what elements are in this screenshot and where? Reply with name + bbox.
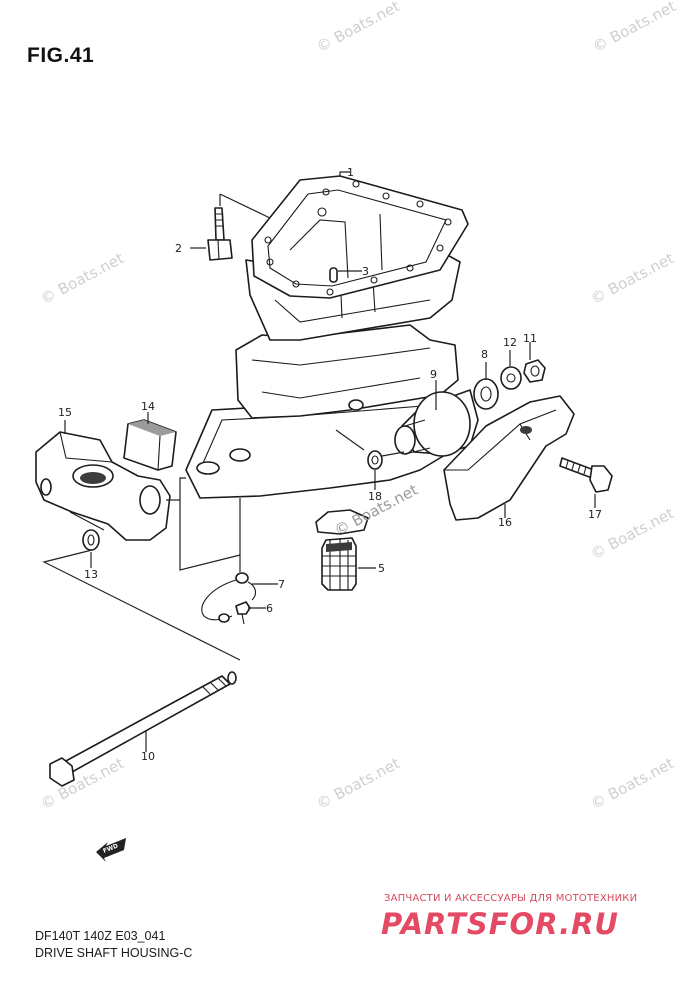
callout-2: 2 <box>175 242 182 255</box>
damper-part-9 <box>394 389 479 457</box>
nut-part-11 <box>523 359 546 383</box>
bolt-part-17 <box>559 457 613 493</box>
callout-1: 1 <box>347 166 354 179</box>
washer-part-8 <box>473 378 499 410</box>
cover-part-16 <box>443 395 575 521</box>
callout-9: 9 <box>430 368 437 381</box>
ground-wire-part-7 <box>201 572 257 623</box>
callout-17: 17 <box>588 508 602 521</box>
callout-5: 5 <box>378 562 385 575</box>
callout-15: 15 <box>58 406 72 419</box>
brand-logo[interactable]: PARTSFOR.RU <box>381 907 619 941</box>
bolt-part-2 <box>207 207 233 261</box>
callout-3: 3 <box>362 265 369 278</box>
callout-18: 18 <box>368 490 382 503</box>
forward-arrow-icon: FWD <box>96 838 126 862</box>
washer-part-13 <box>82 529 100 551</box>
washer-part-12 <box>500 366 522 390</box>
callout-16: 16 <box>498 516 512 529</box>
brand-tagline: ЗАПЧАСТИ И АКСЕССУАРЫ ДЛЯ МОТОТЕХНИКИ <box>384 893 638 904</box>
mount-bracket-part-15 <box>35 431 171 541</box>
model-code: DF140T 140Z E03_041 <box>35 929 166 943</box>
callout-10: 10 <box>141 750 155 763</box>
drive-shaft-housing <box>185 175 471 499</box>
callout-6: 6 <box>266 602 273 615</box>
callout-labels: 1 2 3 5 6 7 8 9 10 11 12 13 14 15 16 17 … <box>58 166 602 763</box>
callout-7: 7 <box>278 578 285 591</box>
leader-lines <box>42 171 596 752</box>
screw-part-6 <box>235 601 251 625</box>
callout-13: 13 <box>84 568 98 581</box>
bushing-part-5 <box>315 509 369 591</box>
callout-11: 11 <box>523 332 537 345</box>
section-name: DRIVE SHAFT HOUSING-C <box>35 946 193 960</box>
long-stud-part-10 <box>49 671 237 787</box>
rubber-block-part-14 <box>123 419 177 471</box>
callout-8: 8 <box>481 348 488 361</box>
callout-14: 14 <box>141 400 155 413</box>
figure-title: FIG.41 <box>27 44 95 67</box>
washer-part-18 <box>367 450 383 470</box>
callout-12: 12 <box>503 336 517 349</box>
